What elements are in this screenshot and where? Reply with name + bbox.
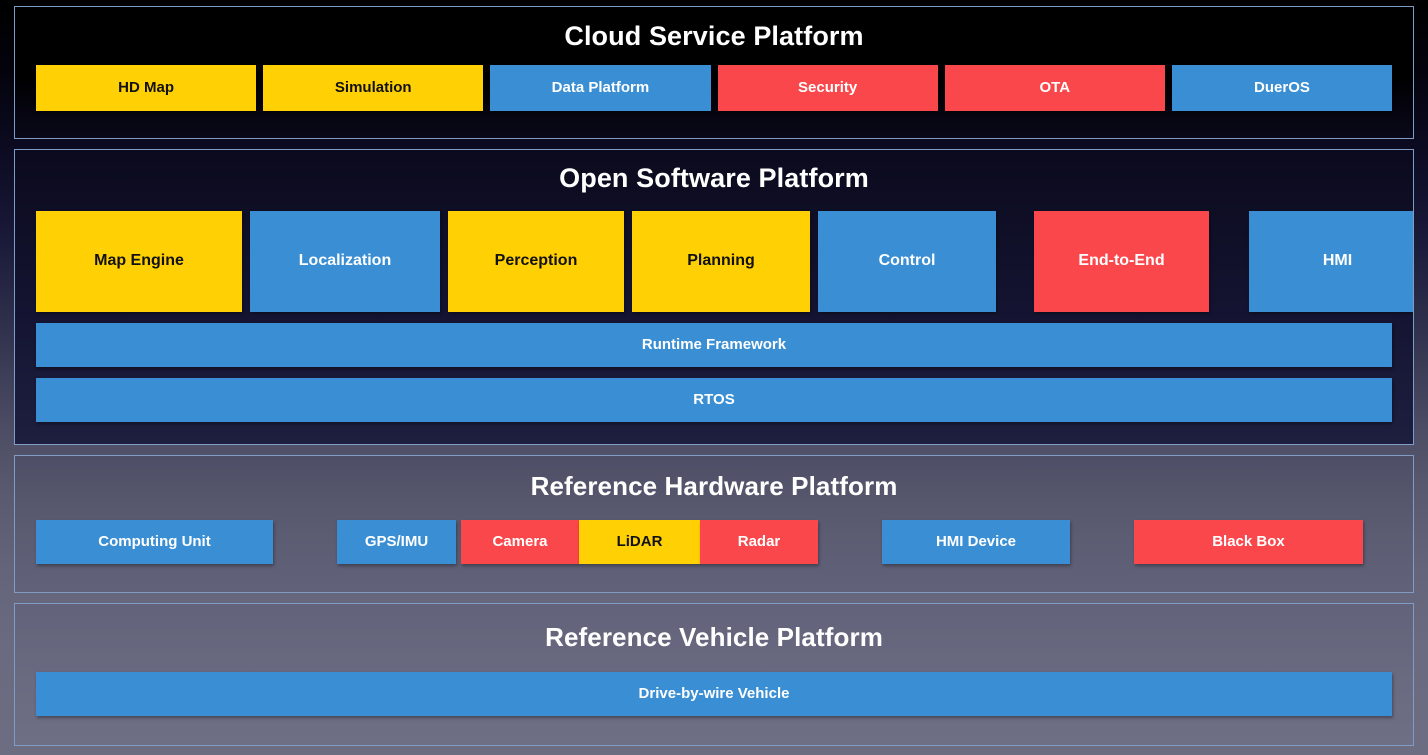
software-bar-rtos[interactable]: RTOS (36, 378, 1392, 422)
hardware-item-radar[interactable]: Radar (700, 520, 818, 564)
vehicle-bar-drive-by-wire[interactable]: Drive-by-wire Vehicle (36, 672, 1392, 716)
software-module-planning[interactable]: Planning (632, 211, 810, 312)
software-modules-row: Map Engine Localization Perception Plann… (36, 211, 1413, 312)
layer-title-software: Open Software Platform (559, 163, 869, 193)
hardware-item-lidar[interactable]: LiDAR (579, 520, 700, 564)
software-module-perception[interactable]: Perception (448, 211, 624, 312)
cloud-item-security[interactable]: Security (717, 65, 938, 111)
hardware-item-gps-imu[interactable]: GPS/IMU (337, 520, 456, 564)
cloud-item-ota[interactable]: OTA (944, 65, 1165, 111)
hardware-spacer-left (273, 520, 337, 564)
software-module-control[interactable]: Control (818, 211, 996, 312)
layer-title-hardware: Reference Hardware Platform (530, 471, 898, 501)
layer-title-vehicle: Reference Vehicle Platform (545, 622, 883, 652)
hardware-spacer-right (1070, 520, 1134, 564)
hardware-spacer-middle (818, 520, 882, 564)
software-module-map-engine[interactable]: Map Engine (36, 211, 242, 312)
hardware-item-computing-unit[interactable]: Computing Unit (36, 520, 273, 564)
software-module-end-to-end[interactable]: End-to-End (1034, 211, 1209, 312)
cloud-item-simulation[interactable]: Simulation (263, 65, 484, 111)
layer-reference-hardware-platform: Reference Hardware Platform Computing Un… (14, 455, 1414, 593)
layer-cloud-service-platform: Cloud Service Platform HD Map Simulation… (14, 6, 1414, 139)
cloud-item-dueros[interactable]: DuerOS (1171, 65, 1393, 111)
layer-open-software-platform: Open Software Platform Map Engine Locali… (14, 149, 1414, 445)
architecture-stack: Cloud Service Platform HD Map Simulation… (14, 6, 1414, 750)
layer-reference-vehicle-platform: Reference Vehicle Platform Drive-by-wire… (14, 603, 1414, 746)
layer-title-cloud: Cloud Service Platform (564, 21, 864, 51)
cloud-item-hd-map[interactable]: HD Map (36, 65, 257, 111)
hardware-item-black-box[interactable]: Black Box (1134, 520, 1363, 564)
cloud-item-data-platform[interactable]: Data Platform (490, 65, 711, 111)
software-module-localization[interactable]: Localization (250, 211, 440, 312)
cloud-items-row: HD Map Simulation Data Platform Security… (36, 65, 1393, 111)
hardware-item-camera[interactable]: Camera (461, 520, 579, 564)
hardware-item-hmi-device[interactable]: HMI Device (882, 520, 1070, 564)
hardware-items-row: Computing Unit GPS/IMU Camera LiDAR Rada… (36, 520, 1392, 564)
software-module-hmi[interactable]: HMI (1249, 211, 1413, 312)
software-bar-runtime-framework[interactable]: Runtime Framework (36, 323, 1392, 367)
